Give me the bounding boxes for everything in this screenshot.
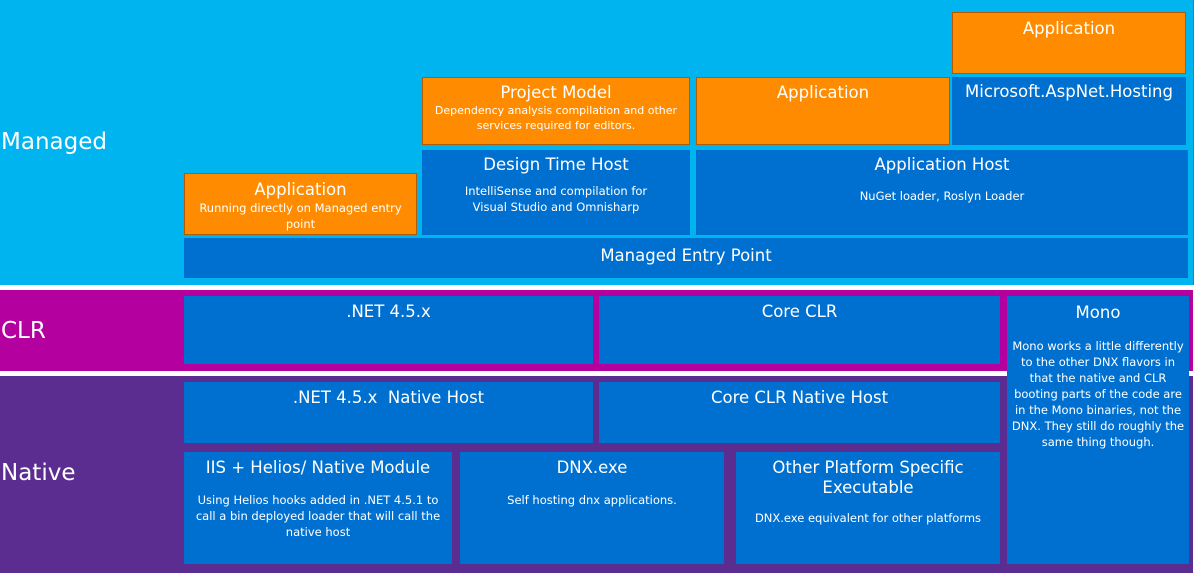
- net45-native-host-title: .NET 4.5.x Native Host: [292, 388, 485, 407]
- application-box-top: Application: [952, 12, 1186, 74]
- net45-native-host-box: .NET 4.5.x Native Host: [184, 382, 593, 443]
- application-left-desc: Running directly on Managed entry point: [199, 201, 402, 231]
- net45-clr-title: .NET 4.5.x: [346, 302, 431, 321]
- iis-helios-title: IIS + Helios/ Native Module: [205, 458, 431, 477]
- aspnet-hosting-box: Microsoft.AspNet.Hosting: [952, 77, 1186, 145]
- clr-layer-label: CLR: [1, 318, 46, 344]
- design-time-host-box: Design Time Host IntelliSense and compil…: [422, 150, 690, 235]
- mono-title: Mono: [1075, 303, 1121, 322]
- native-layer-label: Native: [1, 460, 76, 486]
- managed-entry-point-box: Managed Entry Point: [184, 238, 1188, 278]
- other-platform-desc: DNX.exe equivalent for other platforms: [754, 511, 982, 525]
- other-platform-title: Other Platform Specific Executable: [772, 458, 964, 497]
- application-host-desc: NuGet loader, Roslyn Loader: [859, 189, 1025, 203]
- dnx-exe-title: DNX.exe: [556, 458, 628, 477]
- iis-helios-desc: Using Helios hooks added in .NET 4.5.1 t…: [195, 493, 441, 539]
- coreclr-native-host-box: Core CLR Native Host: [599, 382, 1000, 443]
- net45-clr-box: .NET 4.5.x: [184, 296, 593, 364]
- dnx-exe-box: DNX.exe Self hosting dnx applications.: [460, 452, 724, 564]
- coreclr-title: Core CLR: [761, 302, 838, 321]
- managed-entry-point-title: Managed Entry Point: [600, 246, 772, 265]
- dnx-exe-desc: Self hosting dnx applications.: [507, 493, 677, 507]
- application-host-title: Application Host: [874, 155, 1010, 174]
- design-time-host-desc: IntelliSense and compilation for Visual …: [464, 184, 648, 214]
- application-left-title: Application: [254, 180, 347, 199]
- mono-desc: Mono works a little differently to the o…: [1011, 339, 1185, 449]
- application-middle-title: Application: [776, 83, 870, 102]
- mono-box: Mono Mono works a little differently to …: [1007, 296, 1189, 564]
- project-model-title: Project Model: [500, 83, 612, 102]
- other-platform-box: Other Platform Specific Executable DNX.e…: [736, 452, 1000, 564]
- coreclr-native-host-title: Core CLR Native Host: [710, 388, 889, 407]
- project-model-box: Project Model Dependency analysis compil…: [422, 77, 690, 145]
- application-box-middle: Application: [696, 77, 950, 145]
- application-host-box: Application Host NuGet loader, Roslyn Lo…: [696, 150, 1188, 235]
- design-time-host-title: Design Time Host: [483, 155, 629, 174]
- project-model-desc: Dependency analysis compilation and othe…: [434, 104, 678, 132]
- managed-layer-label: Managed: [1, 129, 107, 155]
- coreclr-box: Core CLR: [599, 296, 1000, 364]
- aspnet-hosting-title: Microsoft.AspNet.Hosting: [965, 82, 1173, 101]
- application-box-left: Application Running directly on Managed …: [184, 173, 417, 235]
- application-top-title: Application: [1022, 19, 1116, 38]
- iis-helios-box: IIS + Helios/ Native Module Using Helios…: [184, 452, 452, 564]
